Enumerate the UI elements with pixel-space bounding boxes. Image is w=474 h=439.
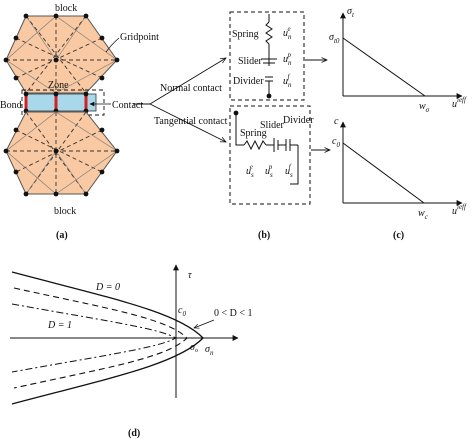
d-tau-label: τ (188, 270, 192, 281)
c-top-y-axis: σt (347, 6, 355, 19)
normal-divider-label: Divider (233, 76, 264, 87)
normal-spring-label: Spring (232, 29, 259, 40)
d-d1-label: D = 1 (47, 320, 72, 331)
tangential-u-e: use (246, 163, 254, 179)
bond-label: Bond (0, 100, 22, 111)
cohesion-softening-line (342, 142, 425, 204)
d-sigma-o-label: σo (190, 342, 198, 354)
c-top-y-intercept: σt0 (329, 32, 340, 45)
strength-chart-top: σt σt0 wσ uieff (329, 6, 467, 114)
panel-a: block Gr (0, 3, 159, 241)
normal-u-p: unp (283, 51, 292, 67)
tangential-contact-arrow (149, 103, 226, 142)
panel-b: Spring Slider Divider une unp unf Spring… (229, 11, 330, 241)
normal-spring (265, 21, 273, 45)
normal-contact-label: Normal contact (160, 83, 222, 94)
caption-d: (d) (128, 428, 140, 439)
tangential-u-p: usp (265, 163, 273, 179)
panel-d: τ σn c0 σo D = 0 D = 1 0 < D < 1 (d) (10, 264, 253, 439)
zone-label: Zone (48, 80, 69, 91)
normal-u-e: une (283, 25, 292, 41)
tangential-u-f: usf (285, 163, 293, 179)
bond-zone (21, 89, 105, 116)
d-range-label: 0 < D < 1 (214, 308, 253, 319)
strength-chart-bottom: c c0 wc uieff (332, 116, 467, 221)
d-c0-label: c0 (178, 305, 186, 318)
normal-u-f: unf (283, 73, 292, 89)
c-bottom-x-axis: uieff (452, 203, 467, 217)
bottom-block-label: block (54, 206, 76, 217)
normal-contact-box: Spring Slider Divider une unp unf (229, 11, 305, 101)
tangential-divider-label: Divider (283, 115, 314, 126)
normal-contact-arrow (149, 58, 226, 105)
tangential-spring-label: Spring (240, 128, 267, 139)
d-range-arrow (194, 319, 215, 328)
tensile-softening-line (342, 37, 426, 97)
envelope-dashed (13, 287, 188, 389)
c-top-x-intercept: wσ (419, 101, 430, 114)
gridpoint-leader (105, 37, 120, 53)
connector-arrows: Normal contact Tangential contact (133, 58, 228, 142)
c-top-x-axis: uieff (452, 96, 467, 110)
top-block (3, 13, 120, 94)
contact-label: Contact (112, 100, 143, 111)
caption-a: (a) (56, 230, 68, 241)
d-d0-label: D = 0 (95, 282, 120, 293)
tangential-slider-label: Slider (260, 120, 285, 131)
gridpoint-label: Gridpoint (120, 32, 159, 43)
top-block-label: block (55, 3, 77, 14)
caption-c: (c) (393, 230, 404, 241)
bottom-block (3, 111, 120, 197)
tangential-spring (243, 139, 267, 151)
c-bottom-y-axis: c (334, 116, 339, 127)
envelope-solid (11, 271, 204, 405)
tangential-contact-label: Tangential contact (154, 116, 228, 127)
normal-slider-label: Slider (238, 56, 263, 67)
panel-c: σt σt0 wσ uieff c c0 wc uieff (c) (329, 6, 467, 241)
c-bottom-x-intercept: wc (418, 208, 429, 221)
c-bottom-y-intercept: c0 (332, 136, 340, 149)
d-sigma-n-label: σn (205, 344, 214, 357)
envelope-dashdot (11, 303, 178, 373)
tangential-contact-box: Spring Slider Divider use usp usf (229, 105, 314, 205)
caption-b: (b) (258, 230, 270, 241)
